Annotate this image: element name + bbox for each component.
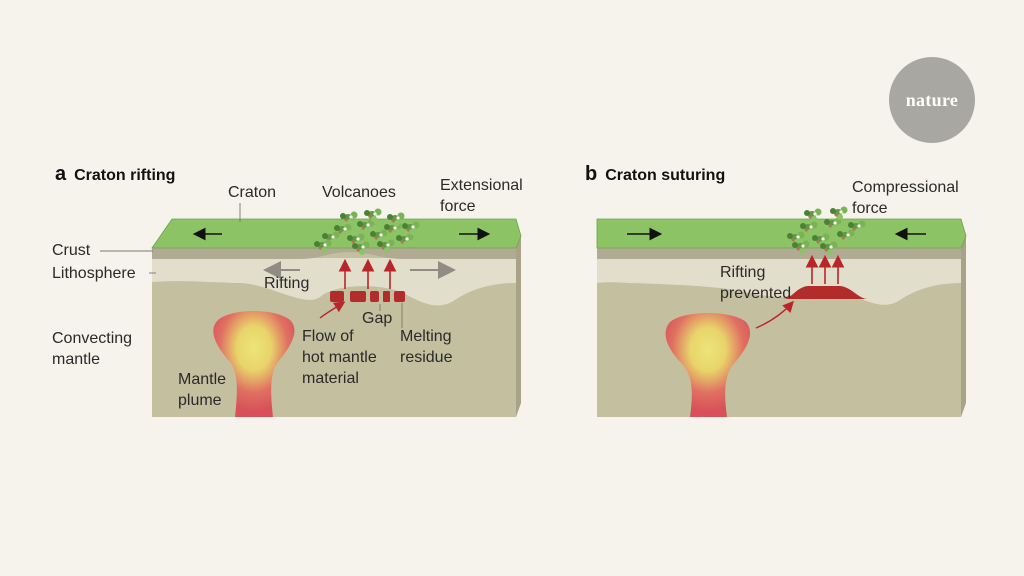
- panel-b-craton-top: [596, 218, 967, 249]
- panel-b-crust: [597, 248, 961, 259]
- volcanoes-label: Volcanoes: [322, 184, 396, 201]
- panel-a-letter: a: [55, 163, 67, 185]
- gap-label: Gap: [362, 310, 393, 327]
- panel-a-block: [100, 203, 522, 417]
- panel-a-side-face: [516, 220, 521, 417]
- panel-a-mantle-plume: [213, 311, 295, 417]
- panel-a-crust: [152, 248, 516, 259]
- panel-b-mantle-plume: [665, 313, 751, 417]
- crust-label: Crust: [52, 242, 91, 259]
- panel-b-lithosphere: [597, 258, 961, 305]
- panel-b-melt-arrows: [805, 254, 845, 284]
- rifting-label: Rifting: [264, 275, 310, 292]
- craton-label: Craton: [228, 184, 277, 201]
- lithosphere-label: Lithosphere: [52, 265, 136, 282]
- panel-a-melt-arrows: [338, 258, 397, 289]
- panel-b-melt-lens: [783, 286, 868, 299]
- panel-b-letter: b: [585, 163, 598, 185]
- panel-a-flow-arrow: [319, 301, 346, 319]
- panel-b-block: [596, 206, 967, 417]
- panel-b-side-face: [961, 220, 966, 417]
- panel-b-flow-arrow: [755, 300, 794, 329]
- panel-a-melting-blocks: [330, 291, 405, 302]
- nature-logo: nature: [889, 57, 975, 143]
